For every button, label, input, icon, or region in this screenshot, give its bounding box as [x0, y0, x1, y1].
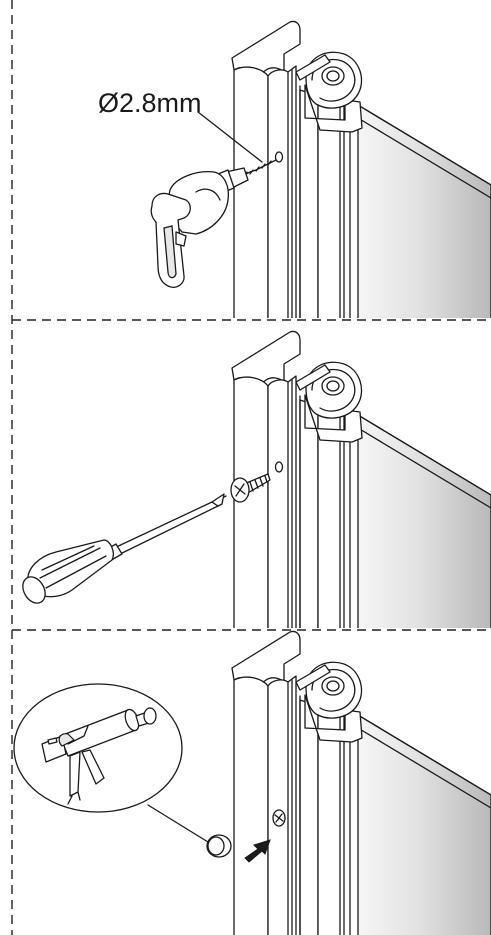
callout-leader [197, 111, 263, 163]
step-cap [13, 630, 491, 935]
step-screw [22, 330, 491, 628]
cover-cap-icon [206, 834, 232, 858]
drill-icon [150, 159, 277, 288]
drill-hole [274, 151, 284, 163]
detail-leader [147, 804, 209, 843]
shower-profile-3 [231, 630, 491, 935]
step-drill: Ø2.8mm [98, 20, 491, 318]
screw-icon [230, 473, 271, 503]
detail-bubble [13, 683, 183, 813]
panel-borders [11, 0, 491, 935]
shower-profile-2 [231, 330, 491, 628]
screwdriver-icon [22, 493, 227, 604]
push-arrow-icon [244, 839, 271, 863]
caulking-gun-icon [41, 707, 157, 805]
shower-profile-1 [231, 20, 491, 318]
drill-size-label: Ø2.8mm [98, 88, 202, 118]
screw-hole [274, 461, 284, 473]
